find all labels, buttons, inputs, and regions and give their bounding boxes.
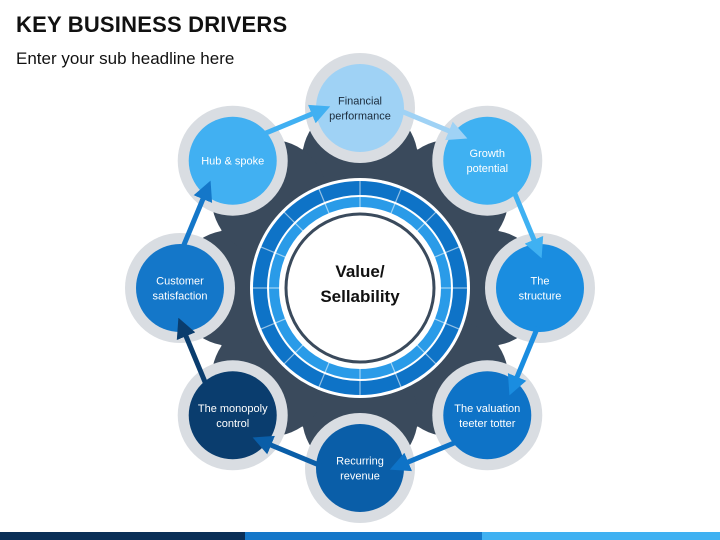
driver-circle bbox=[443, 116, 532, 205]
driver-circle bbox=[316, 64, 404, 152]
driver-node: Financial performance bbox=[305, 53, 415, 163]
driver-label: Financial bbox=[338, 96, 382, 108]
driver-node: The valuation teeter totter bbox=[432, 360, 543, 471]
driver-node: Growth potential bbox=[432, 105, 543, 216]
driver-circle bbox=[136, 244, 224, 332]
driver-node: Hub & spoke bbox=[177, 105, 288, 216]
driver-node: The structure bbox=[485, 233, 595, 343]
driver-arrow bbox=[507, 326, 541, 396]
driver-circle bbox=[316, 424, 404, 512]
driver-circle bbox=[496, 244, 584, 332]
bottom-bar-segment bbox=[0, 532, 245, 540]
driver-arrow bbox=[398, 107, 468, 141]
center-circle: Value/ Sellability bbox=[284, 212, 436, 364]
driver-node: Recurring revenue bbox=[305, 413, 415, 523]
driver-label: teeter totter bbox=[459, 418, 516, 430]
driver-label: The bbox=[531, 276, 550, 288]
driver-arrow bbox=[389, 438, 460, 472]
driver-arrows bbox=[176, 104, 544, 472]
driver-label: The valuation bbox=[454, 403, 520, 415]
driver-label: Recurring bbox=[336, 456, 384, 468]
bottom-color-bar bbox=[0, 532, 720, 540]
driver-label: potential bbox=[466, 163, 508, 175]
driver-label: revenue bbox=[340, 471, 380, 483]
driver-label: performance bbox=[329, 111, 391, 123]
page-title: KEY BUSINESS DRIVERS bbox=[16, 12, 288, 37]
driver-label: control bbox=[216, 418, 249, 430]
driver-label: The monopoly bbox=[198, 403, 268, 415]
page-subtitle: Enter your sub headline here bbox=[16, 49, 235, 68]
driver-node: The monopoly control bbox=[177, 360, 288, 471]
driver-label: Hub & spoke bbox=[201, 156, 264, 168]
driver-arrow bbox=[260, 104, 331, 138]
driver-label: structure bbox=[519, 291, 562, 303]
driver-arrow bbox=[176, 317, 210, 388]
center-label-line2: Sellability bbox=[320, 287, 400, 306]
driver-label: satisfaction bbox=[152, 291, 207, 303]
center-label-line1: Value/ bbox=[335, 262, 384, 281]
driver-label: Growth bbox=[470, 148, 505, 160]
driver-label: Customer bbox=[156, 276, 204, 288]
driver-circle bbox=[188, 371, 277, 460]
driver-arrow bbox=[510, 188, 544, 259]
driver-circle bbox=[443, 371, 532, 460]
bottom-bar-segment bbox=[244, 532, 483, 540]
driver-arrow bbox=[252, 435, 322, 469]
bottom-bar-segment bbox=[482, 532, 720, 540]
driver-arrow bbox=[179, 180, 213, 250]
driver-node: Customer satisfaction bbox=[125, 233, 235, 343]
